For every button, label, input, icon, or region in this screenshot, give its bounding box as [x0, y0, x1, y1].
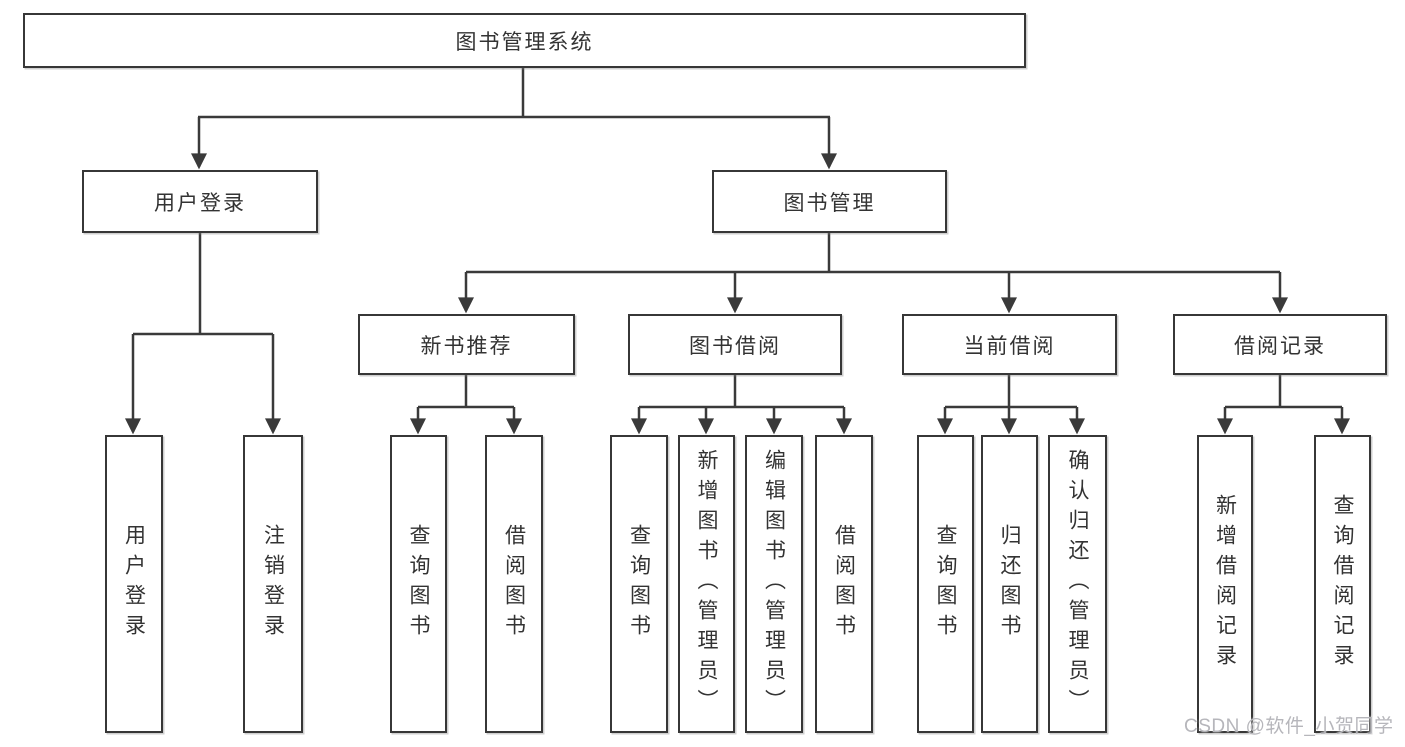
leaf-user-login: 用户登录	[105, 435, 163, 733]
leaf-query-books-borrow: 查询图书	[610, 435, 668, 733]
node-user-login: 用户登录	[82, 170, 318, 233]
node-current-borrowing: 当前借阅	[902, 314, 1117, 375]
connector-root-to-level2	[191, 68, 837, 170]
leaf-return-books: 归还图书	[981, 435, 1038, 733]
leaf-borrow-books: 借阅图书	[815, 435, 873, 733]
node-new-book-recommendation: 新书推荐	[358, 314, 575, 375]
leaf-add-borrow-record: 新增借阅记录	[1197, 435, 1253, 733]
leaf-add-books-admin: 新增图书（管理员）	[678, 435, 735, 733]
connector-user-login-to-leaves	[125, 233, 281, 435]
leaf-query-books-current: 查询图书	[917, 435, 974, 733]
leaf-query-books-recommend: 查询图书	[390, 435, 447, 733]
node-book-management: 图书管理	[712, 170, 947, 233]
leaf-borrow-books-recommend: 借阅图书	[485, 435, 543, 733]
leaf-confirm-return-admin: 确认归还（管理员）	[1048, 435, 1107, 733]
leaf-edit-books-admin: 编辑图书（管理员）	[745, 435, 803, 733]
connector-new-book-to-leaves	[410, 375, 522, 435]
connector-borrow-records-to-leaves	[1217, 375, 1350, 435]
csdn-watermark: CSDN @软件_小贺同学	[1184, 716, 1394, 737]
leaf-query-borrow-record: 查询借阅记录	[1314, 435, 1371, 733]
connector-book-mgmt-to-level3	[458, 233, 1288, 314]
node-book-borrowing: 图书借阅	[628, 314, 842, 375]
node-borrowing-records: 借阅记录	[1173, 314, 1387, 375]
connector-current-borrow-to-leaves	[937, 375, 1085, 435]
leaf-logout: 注销登录	[243, 435, 303, 733]
connector-book-borrow-to-leaves	[631, 375, 852, 435]
node-library-management-system: 图书管理系统	[23, 13, 1026, 68]
